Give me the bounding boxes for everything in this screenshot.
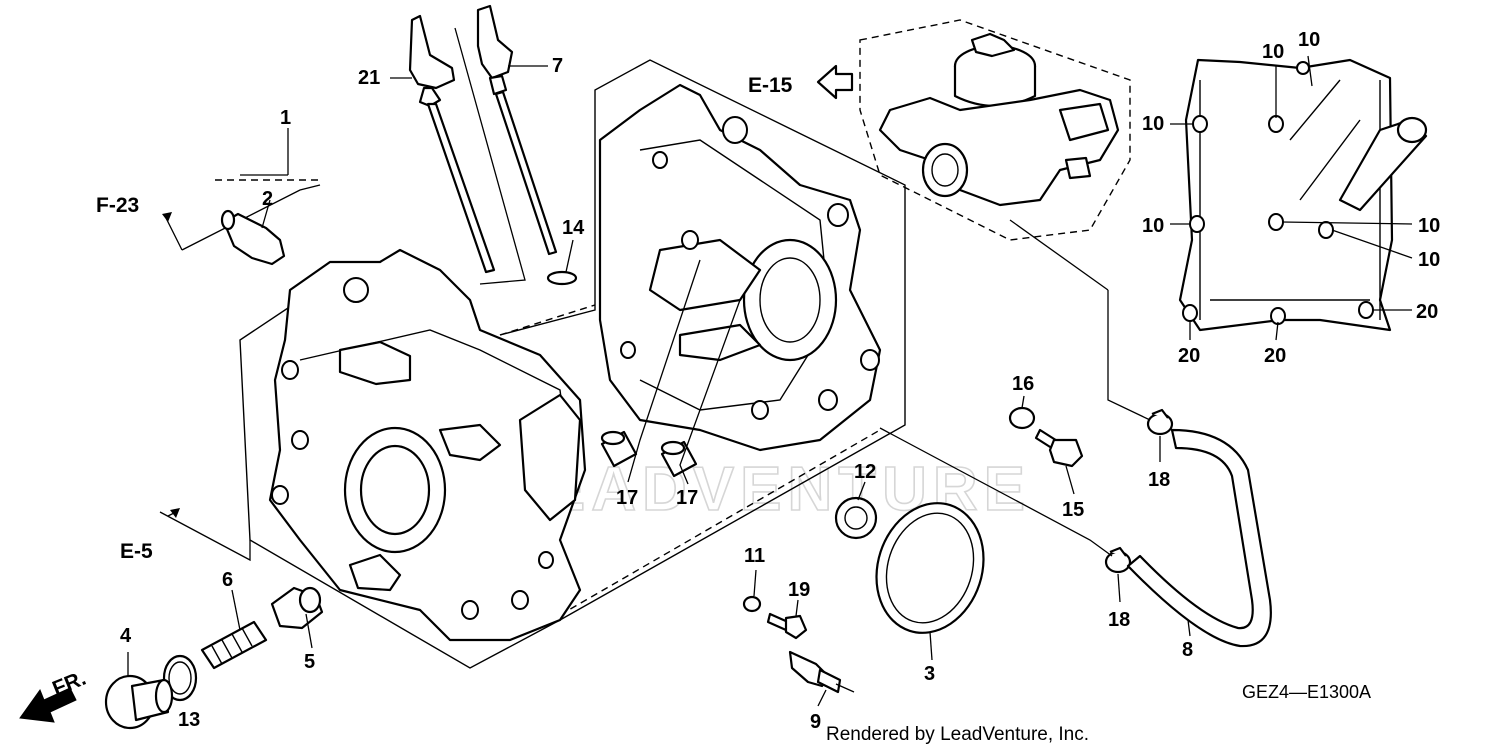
credit-text: Rendered by LeadVenture, Inc.: [826, 724, 1089, 745]
bearing-12: [834, 496, 878, 540]
cover-plate: [1178, 58, 1428, 332]
callout-10-f: 10: [1418, 249, 1440, 271]
switch-9: [788, 650, 855, 694]
ref-e15: E-15: [748, 74, 793, 97]
strainer-5: [270, 586, 324, 630]
callout-10-c: 10: [1262, 41, 1284, 63]
washer-16: [1008, 406, 1036, 430]
bolt-15: [1034, 428, 1084, 468]
drawing-code: GEZ4—E1300A: [1242, 682, 1371, 702]
dipstick-21: [408, 14, 496, 274]
callout-17-a: 17: [616, 487, 638, 509]
callout-17-b: 17: [676, 487, 698, 509]
hose-clip-18-upper: [1146, 408, 1174, 436]
callout-11: 11: [744, 545, 765, 567]
callout-labels: 1 2 3 4 5 6 7 8 9 10 10 10 10 10 10 11 1…: [120, 29, 1440, 733]
drain-plug-4: [104, 674, 174, 730]
ref-e5: E-5: [120, 540, 153, 563]
callout-18-a: 18: [1148, 469, 1170, 491]
callout-20-a: 20: [1178, 345, 1200, 367]
leader-lines: [127, 55, 1413, 707]
front-arrow: [19, 687, 77, 723]
callout-20-b: 20: [1264, 345, 1286, 367]
hose-clip-18-lower: [1104, 546, 1132, 574]
callout-19: 19: [788, 579, 810, 601]
callout-8: 8: [1182, 639, 1193, 661]
front-label: FR.: [49, 667, 89, 701]
e15-arrow: [816, 64, 854, 100]
spring-6: [200, 620, 268, 670]
crankcase-cover-1: [268, 248, 587, 642]
callout-15: 15: [1062, 499, 1084, 521]
callout-1: 1: [280, 107, 291, 129]
bolt-19: [766, 612, 808, 640]
callout-5: 5: [304, 651, 315, 673]
crankcase-left: [598, 83, 882, 452]
washer-11: [742, 595, 762, 613]
callout-12: 12: [854, 461, 876, 483]
callout-10-e: 10: [1418, 215, 1440, 237]
callout-14: 14: [562, 217, 585, 239]
callout-2: 2: [262, 188, 273, 210]
bushing-2: [220, 209, 286, 266]
callout-3: 3: [924, 663, 935, 685]
callout-20-c: 20: [1416, 301, 1438, 323]
callout-18-b: 18: [1108, 609, 1130, 631]
o-ring-3: [875, 502, 985, 634]
callout-6: 6: [222, 569, 233, 591]
callout-13: 13: [178, 709, 200, 731]
callout-10-a: 10: [1142, 113, 1164, 135]
callout-7: 7: [552, 55, 563, 77]
hose-8: [1126, 428, 1272, 648]
callout-10-b: 10: [1142, 215, 1164, 237]
carburetor: [878, 32, 1120, 207]
callout-4: 4: [120, 625, 132, 647]
ref-f23: F-23: [96, 194, 139, 217]
callout-10-d: 10: [1298, 29, 1320, 51]
callout-16: 16: [1012, 373, 1034, 395]
dipstick-7: [476, 4, 558, 256]
group-bracket-dipstick: [454, 27, 526, 285]
group-outline-dashed: [215, 179, 881, 616]
callout-21: 21: [358, 67, 380, 89]
callout-9: 9: [810, 711, 821, 733]
washer-14: [546, 270, 578, 286]
carburetor-outline: [859, 19, 1131, 241]
